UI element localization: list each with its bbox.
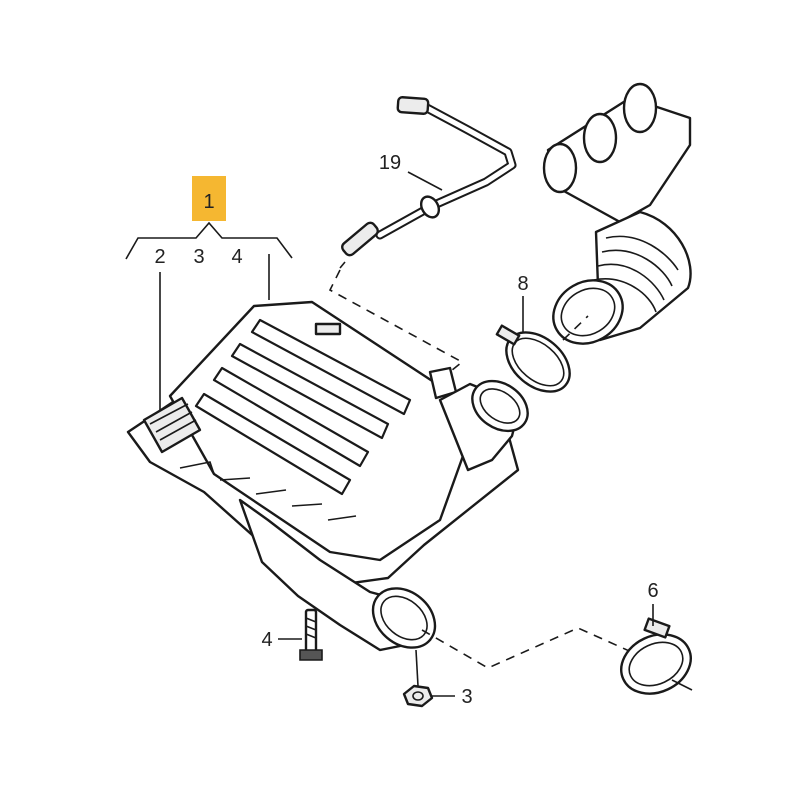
callout-2[interactable]: 2 (154, 246, 165, 268)
callout-19[interactable]: 19 (379, 152, 401, 174)
hose-lower-fitting (341, 221, 379, 257)
intake-duct[interactable] (542, 82, 692, 356)
mounting-nut[interactable] (402, 684, 434, 708)
callout-1[interactable]: 1 (203, 191, 214, 213)
hose-clamp-upper[interactable] (495, 320, 581, 403)
hose-coupler (419, 195, 441, 219)
callout-4-sub[interactable]: 4 (231, 246, 242, 268)
callout-3[interactable]: 3 (461, 686, 472, 708)
callout-6[interactable]: 6 (647, 580, 658, 602)
vent-hose[interactable] (339, 96, 517, 269)
mounting-bolt[interactable] (299, 608, 323, 661)
callout-8[interactable]: 8 (517, 273, 528, 295)
air-filter-housing[interactable] (126, 300, 537, 660)
callout-1-highlight[interactable] (192, 176, 226, 221)
callout-4[interactable]: 4 (261, 629, 272, 651)
hose-clamp-lower[interactable] (612, 617, 701, 705)
hose-end-fitting (396, 96, 430, 115)
callout-3-sub[interactable]: 3 (193, 246, 204, 268)
assembly-bracket (125, 176, 293, 260)
